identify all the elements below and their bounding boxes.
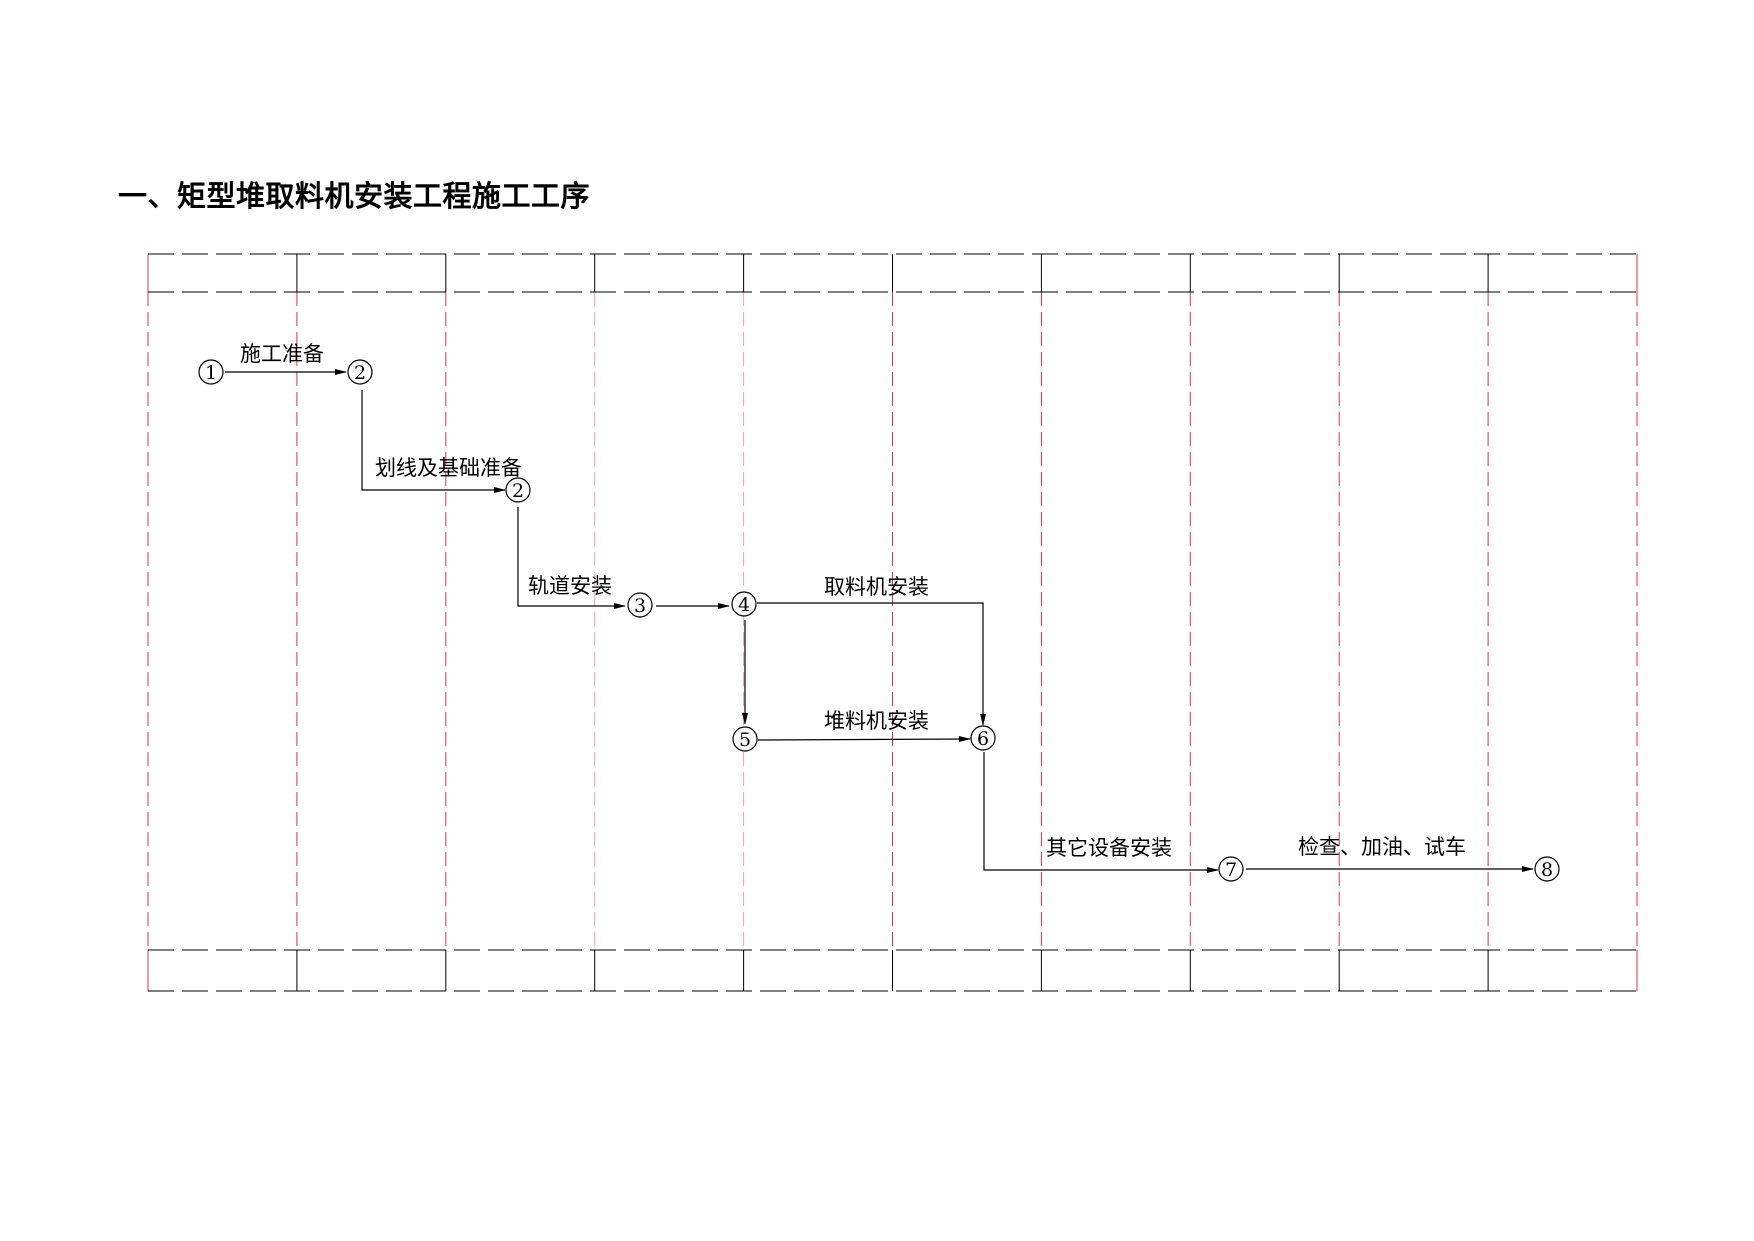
svg-text:4: 4 (738, 594, 750, 616)
activity-label: 划线及基础准备 (375, 456, 522, 480)
arrow-2-2b (361, 390, 506, 493)
svg-text:6: 6 (977, 728, 989, 750)
activity-label: 轨道安装 (528, 574, 612, 598)
svg-text:7: 7 (1225, 859, 1237, 881)
node-circle: 5 (732, 726, 758, 752)
activity-label: 其它设备安装 (1046, 836, 1172, 860)
node-circle: 8 (1534, 856, 1560, 882)
timeline-grid (147, 253, 1638, 992)
node-circle: 7 (1218, 856, 1244, 882)
activity-label: 检查、加油、试车 (1298, 835, 1466, 859)
arrow-4-6 (757, 602, 986, 726)
node-circle: 2 (347, 359, 373, 385)
node-circle: 3 (627, 592, 653, 618)
svg-text:8: 8 (1541, 859, 1553, 881)
activity-label: 取料机安装 (824, 575, 929, 599)
page-title: 一、矩型堆取料机安装工程施工工序 (118, 179, 591, 213)
svg-text:1: 1 (205, 362, 217, 384)
node-circle: 6 (970, 725, 996, 751)
node-circle: 4 (731, 591, 757, 617)
svg-text:5: 5 (739, 729, 751, 751)
grid-rows (148, 253, 1637, 992)
arrow-5-6 (757, 736, 971, 743)
activity-label: 施工准备 (240, 342, 324, 366)
node-circle: 2 (505, 477, 531, 503)
svg-text:2: 2 (512, 480, 524, 502)
arrow-2b-3 (517, 507, 626, 609)
svg-text:2: 2 (354, 362, 366, 384)
grid-columns (147, 254, 1638, 991)
arrow-6-7 (983, 752, 1219, 873)
activity-label: 堆料机安装 (824, 709, 929, 733)
node-circle: 1 (198, 359, 224, 385)
svg-text:3: 3 (634, 595, 646, 617)
